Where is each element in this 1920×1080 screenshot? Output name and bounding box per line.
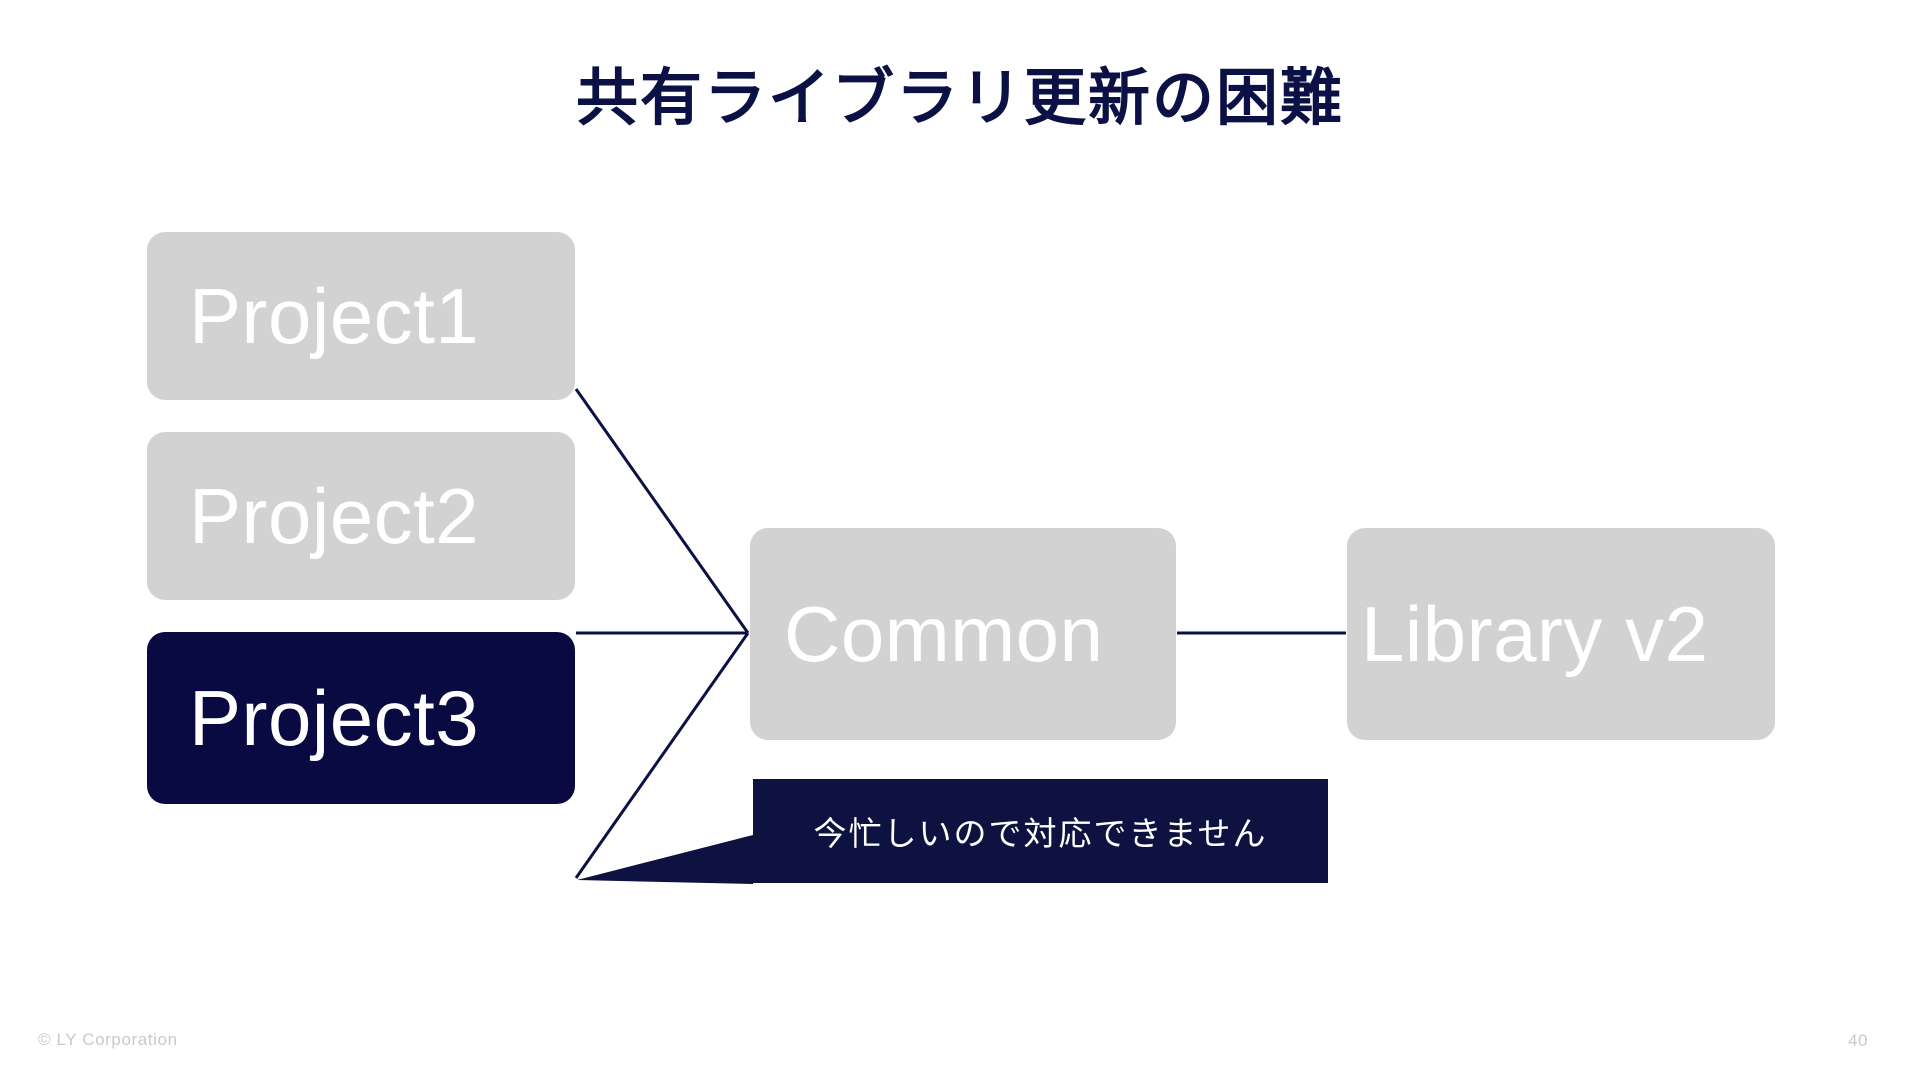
node-library-v2[interactable]: Library v2 xyxy=(1347,528,1775,740)
callout-bubble: 今忙しいので対応できません xyxy=(753,779,1328,883)
node-project1-label: Project1 xyxy=(189,272,480,360)
node-project3[interactable]: Project3 xyxy=(147,632,575,804)
node-common-label: Common xyxy=(784,590,1104,678)
footer-copyright: © LY Corporation xyxy=(38,1030,178,1049)
node-project1[interactable]: Project1 xyxy=(147,232,575,400)
page-number: 40 xyxy=(1848,1031,1869,1050)
callout-text: 今忙しいので対応できません xyxy=(813,815,1268,852)
edge-project3-common xyxy=(574,632,750,879)
node-library-v2-label: Library v2 xyxy=(1361,590,1709,678)
edge-project1-common xyxy=(574,388,750,634)
page-title: 共有ライブラリ更新の困難 xyxy=(575,64,1344,133)
node-project3-label: Project3 xyxy=(189,674,480,762)
node-project2-label: Project2 xyxy=(189,472,480,560)
node-project2[interactable]: Project2 xyxy=(147,432,575,600)
node-common[interactable]: Common xyxy=(750,528,1176,740)
